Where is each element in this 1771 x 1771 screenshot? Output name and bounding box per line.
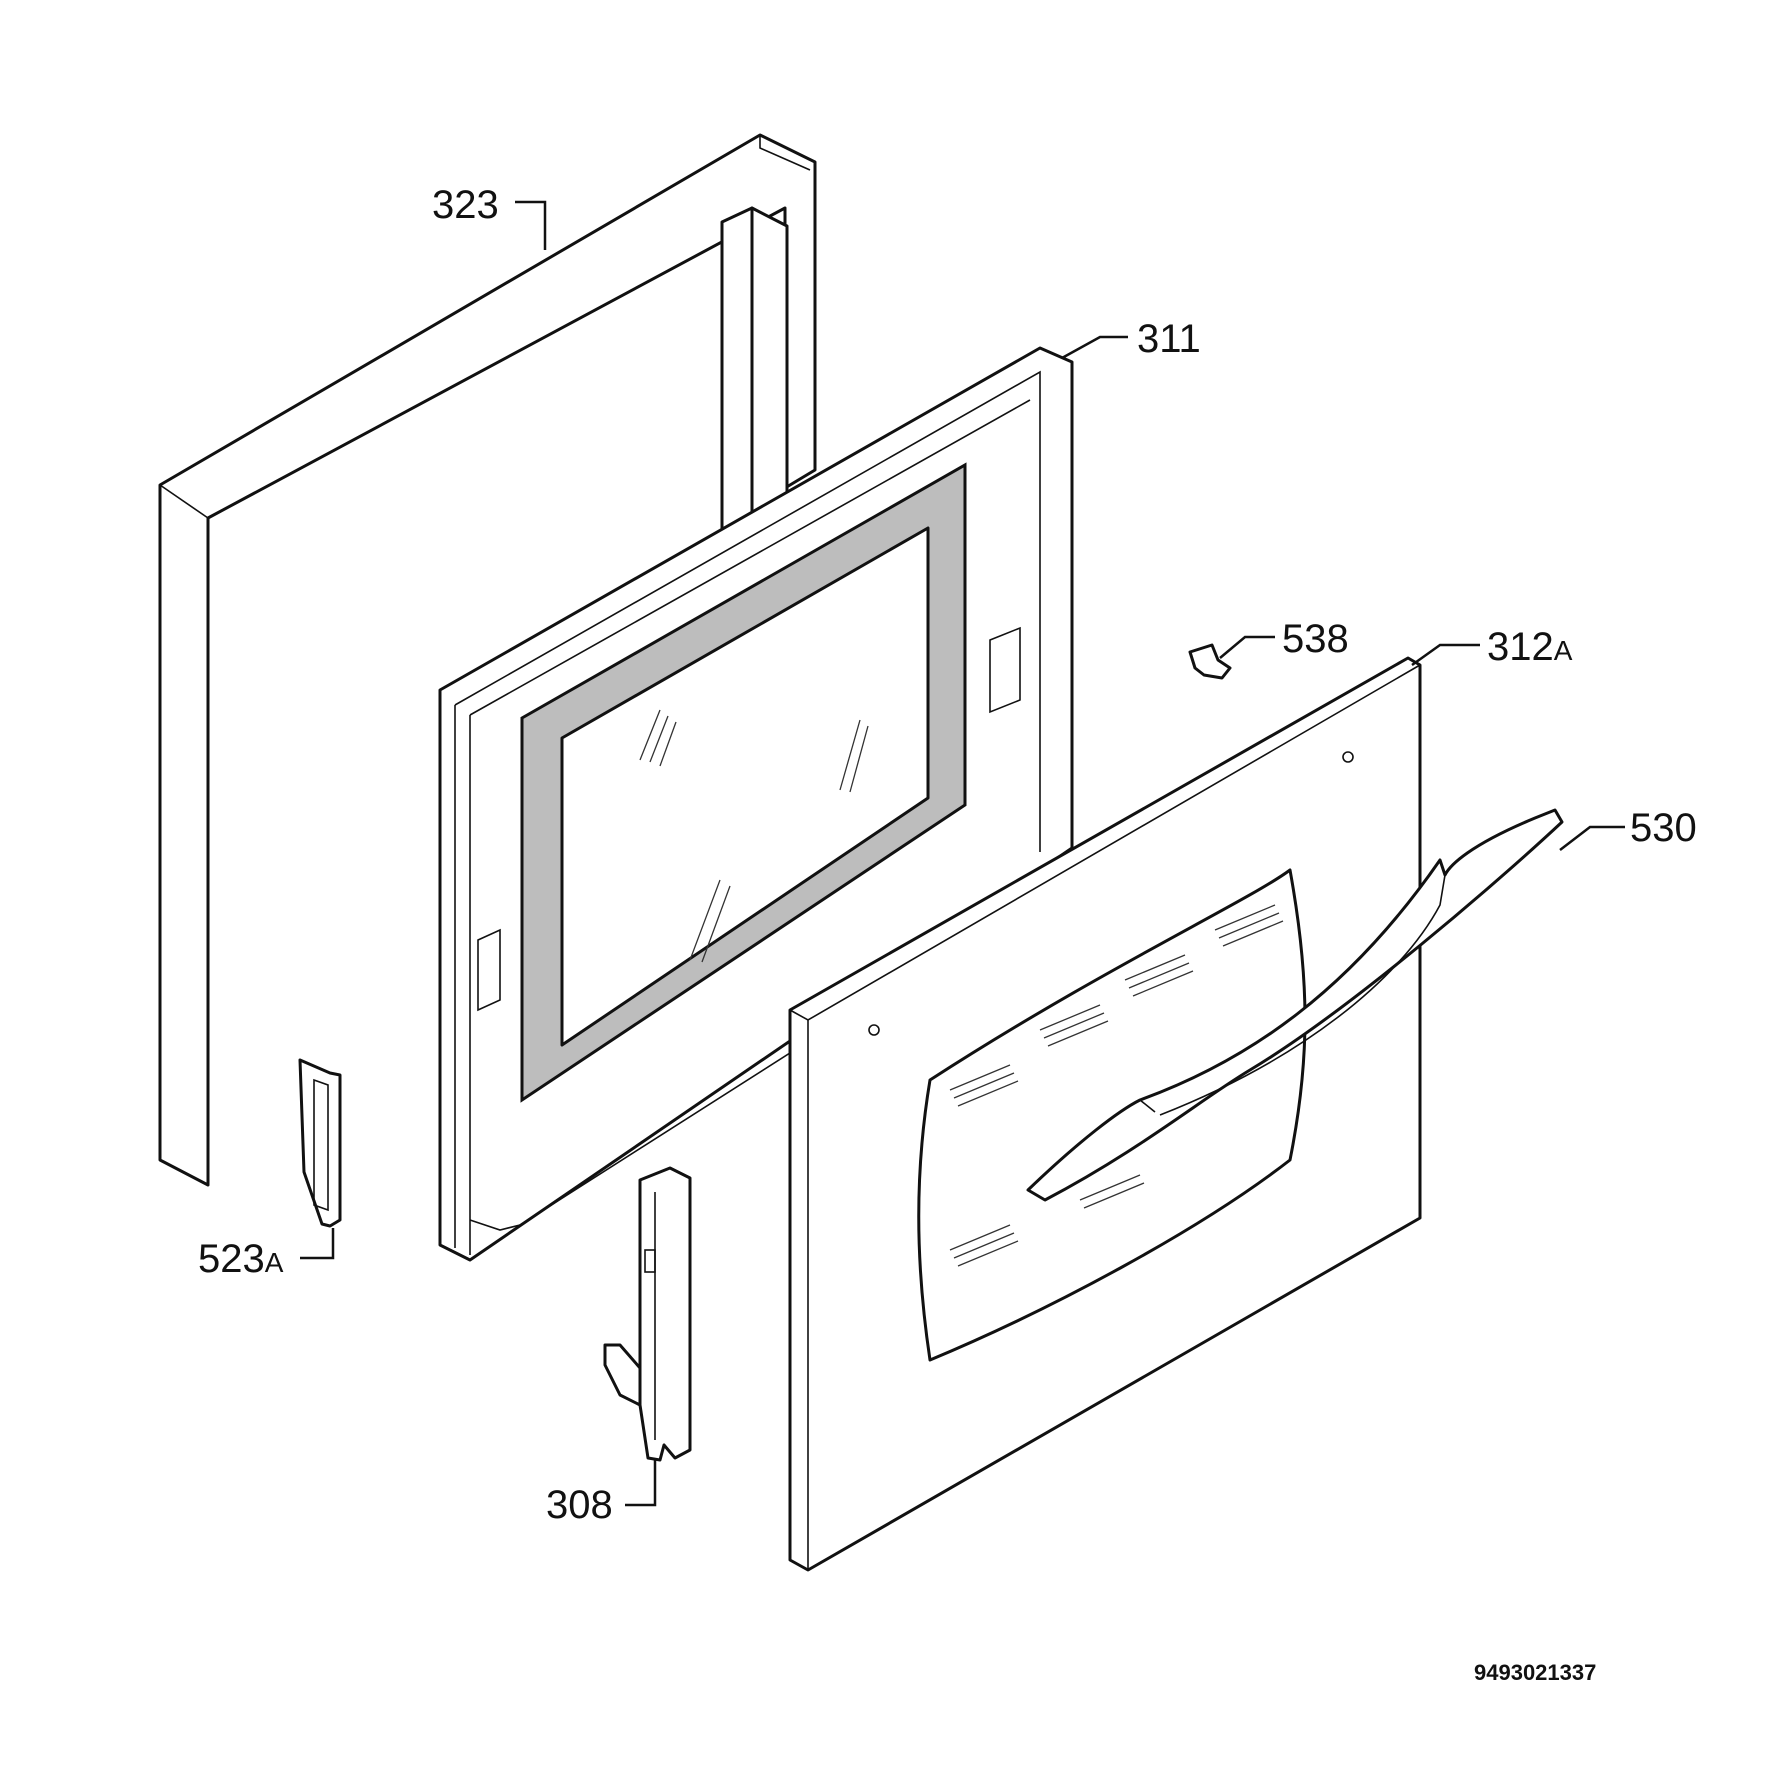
label-523-suffix: A bbox=[265, 1247, 284, 1278]
label-312-suffix: A bbox=[1554, 635, 1573, 666]
label-311: 311 bbox=[1137, 317, 1201, 361]
label-312-number: 312 bbox=[1487, 625, 1554, 669]
label-538: 538 bbox=[1282, 617, 1349, 661]
drawing-code: 9493021337 bbox=[1474, 1660, 1596, 1685]
label-323: 323 bbox=[432, 183, 499, 227]
label-530: 530 bbox=[1630, 806, 1697, 850]
part-523a-door-catch bbox=[298, 1058, 342, 1228]
part-538-screw bbox=[1188, 643, 1232, 680]
label-312a: 312A bbox=[1487, 625, 1573, 669]
label-308: 308 bbox=[546, 1483, 613, 1527]
label-523-number: 523 bbox=[198, 1237, 265, 1281]
part-308-hinge bbox=[603, 1166, 692, 1462]
leader-lines bbox=[300, 200, 1625, 1507]
part-312a-outer-panel bbox=[788, 656, 1422, 1572]
label-523a: 523A bbox=[198, 1237, 284, 1281]
part-530-handle bbox=[1026, 808, 1564, 1202]
